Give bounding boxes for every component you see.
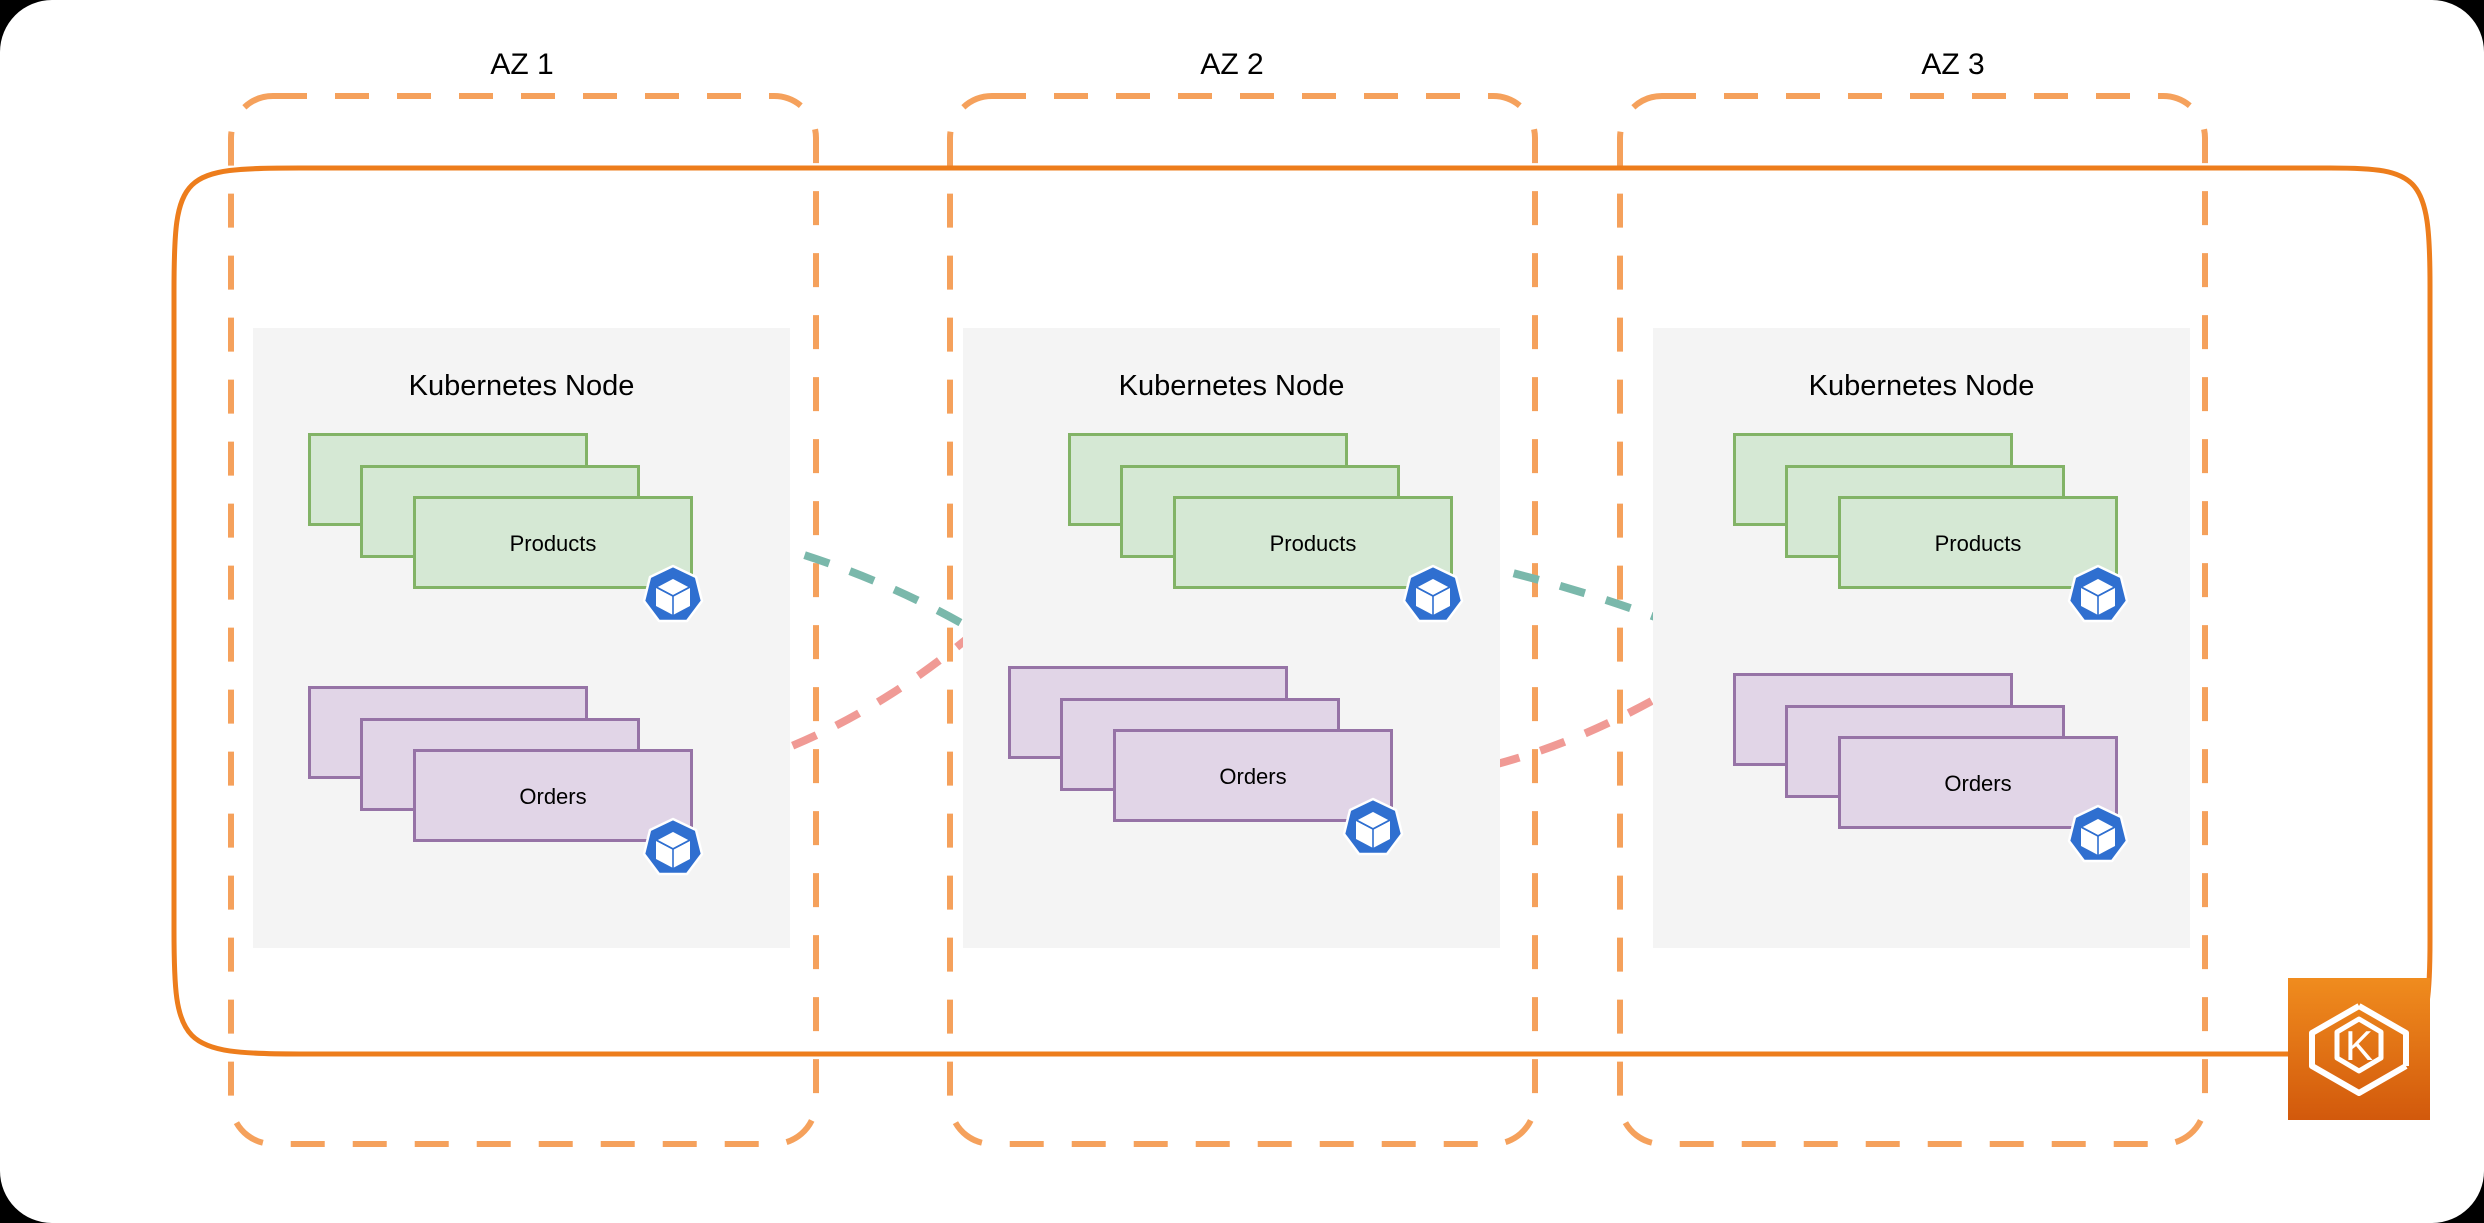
kubernetes-pod-icon	[641, 816, 705, 880]
az-1-boundary	[228, 93, 819, 1147]
pod-replica-front[interactable]: Products	[1173, 496, 1453, 589]
pod-label-products-az3: Products	[1934, 531, 2022, 556]
svg-text:K: K	[2345, 1022, 2373, 1069]
kubernetes-pod-icon	[1341, 796, 1405, 860]
pod-stack-orders-az2[interactable]: Orders	[1008, 666, 1418, 856]
kubernetes-node-az3[interactable]: Kubernetes Node Products Orders	[1653, 328, 2190, 948]
kubernetes-pod-icon	[641, 563, 705, 627]
pod-replica-front[interactable]: Orders	[1838, 736, 2118, 829]
pod-stack-products-az1[interactable]: Products	[308, 433, 718, 623]
az-2-label: AZ 2	[1200, 48, 1264, 81]
eks-cluster-boundary	[171, 165, 2433, 1057]
kubernetes-node-az1[interactable]: Kubernetes Node Products Orders	[253, 328, 790, 948]
pod-replica-front[interactable]: Orders	[1113, 729, 1393, 822]
pod-replica-front[interactable]: Orders	[413, 749, 693, 842]
pod-label-products-az2: Products	[1269, 531, 1357, 556]
kubernetes-node-az2[interactable]: Kubernetes Node Products Orders	[963, 328, 1500, 948]
az-3-label: AZ 3	[1921, 48, 1985, 81]
kubernetes-pod-icon	[1401, 563, 1465, 627]
arrow-az1-orders-to-az2-products	[606, 554, 1061, 796]
node-title-az2: Kubernetes Node	[1118, 370, 1345, 402]
node-title-az1: Kubernetes Node	[408, 370, 635, 402]
pod-label-orders-az1: Orders	[519, 784, 587, 809]
pod-stack-products-az3[interactable]: Products	[1733, 433, 2143, 623]
node-title-az3: Kubernetes Node	[1808, 370, 2035, 402]
pod-label-orders-az2: Orders	[1219, 764, 1287, 789]
kubernetes-pod-icon	[2066, 803, 2130, 867]
pod-label-orders-az3: Orders	[1944, 771, 2012, 796]
pod-stack-orders-az3[interactable]: Orders	[1733, 673, 2143, 863]
kubernetes-pod-icon	[2066, 563, 2130, 627]
az-2-boundary	[947, 93, 1538, 1147]
az-1-label: AZ 1	[490, 48, 554, 81]
az-boundaries	[228, 93, 2208, 1147]
az-3-boundary	[1617, 93, 2208, 1147]
pod-label-products-az1: Products	[509, 531, 597, 556]
pod-stack-products-az2[interactable]: Products	[1068, 433, 1478, 623]
aws-eks-logo: K	[2288, 978, 2430, 1120]
pod-replica-front[interactable]: Products	[1838, 496, 2118, 589]
pod-stack-orders-az1[interactable]: Orders	[308, 686, 718, 876]
pod-replica-front[interactable]: Products	[413, 496, 693, 589]
